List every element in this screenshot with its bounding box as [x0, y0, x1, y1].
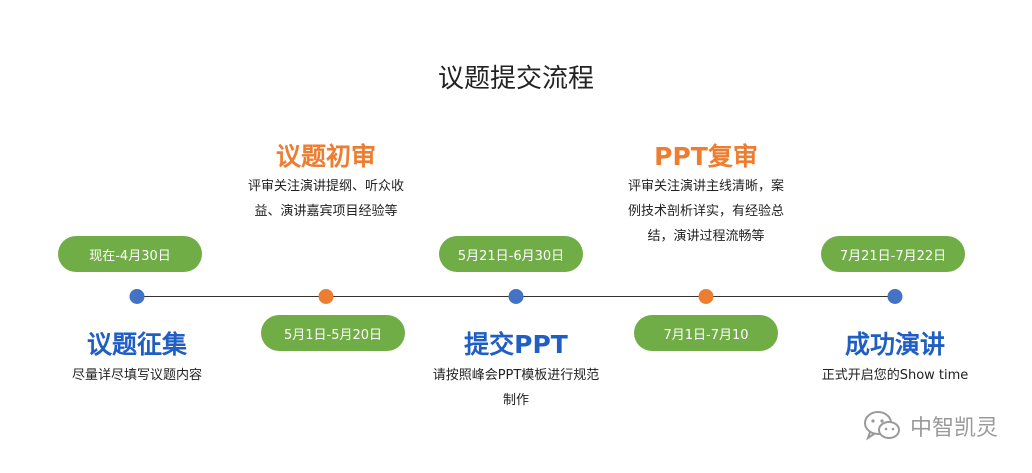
date-pill-1: 现在-4月30日	[58, 236, 202, 272]
wechat-icon	[863, 411, 900, 441]
stage-desc-4-line-1: 评审关注演讲主线清晰，案	[627, 179, 784, 194]
stage-desc-4-line-2: 例技术剖析详实，有经验总	[627, 204, 784, 219]
date-pill-5: 7月21日-7月22日	[821, 236, 965, 272]
diagram-title: 议题提交流程	[437, 64, 594, 94]
stage-desc-1: 尽量详尽填写议题内容	[42, 363, 232, 388]
stage-desc-3-line-2: 制作	[502, 393, 529, 408]
stage-desc-2: 评审关注演讲提纲、听众收 益、演讲嘉宾项目经验等	[231, 174, 421, 224]
timeline-dot-2	[318, 289, 334, 304]
stage-desc-3-line-1: 请按照峰会PPT模板进行规范	[432, 368, 600, 383]
stage-title-4: PPT复审	[654, 142, 758, 171]
timeline-dot-5	[887, 289, 903, 304]
date-pill-3: 5月21日-6月30日	[439, 236, 583, 272]
stage-desc-5-line-1: 正式开启您的Show time	[821, 368, 969, 383]
stage-desc-4: 评审关注演讲主线清晰，案 例技术剖析详实，有经验总 结，演讲过程流畅等	[611, 174, 801, 249]
stage-desc-5: 正式开启您的Show time	[800, 363, 990, 388]
timeline-dot-4	[698, 289, 714, 304]
timeline-dot-1	[129, 289, 145, 304]
stage-title-5: 成功演讲	[844, 330, 946, 359]
stage-title-2: 议题初审	[275, 142, 377, 171]
stage-title-3: 提交PPT	[464, 330, 568, 359]
date-pill-2: 5月1日-5月20日	[261, 315, 405, 351]
stage-desc-4-line-3: 结，演讲过程流畅等	[647, 229, 765, 244]
watermark-text: 中智凯灵	[909, 416, 998, 441]
stage-desc-3: 请按照峰会PPT模板进行规范 制作	[416, 363, 616, 413]
stage-title-1: 议题征集	[86, 330, 188, 359]
stage-desc-2-line-2: 益、演讲嘉宾项目经验等	[254, 204, 398, 219]
watermark: 中智凯灵	[862, 409, 998, 443]
date-pill-4: 7月1日-7月10	[634, 315, 778, 351]
stage-desc-1-line-1: 尽量详尽填写议题内容	[71, 368, 202, 383]
timeline-dot-3	[508, 289, 524, 304]
stage-desc-2-line-1: 评审关注演讲提纲、听众收	[247, 179, 404, 194]
